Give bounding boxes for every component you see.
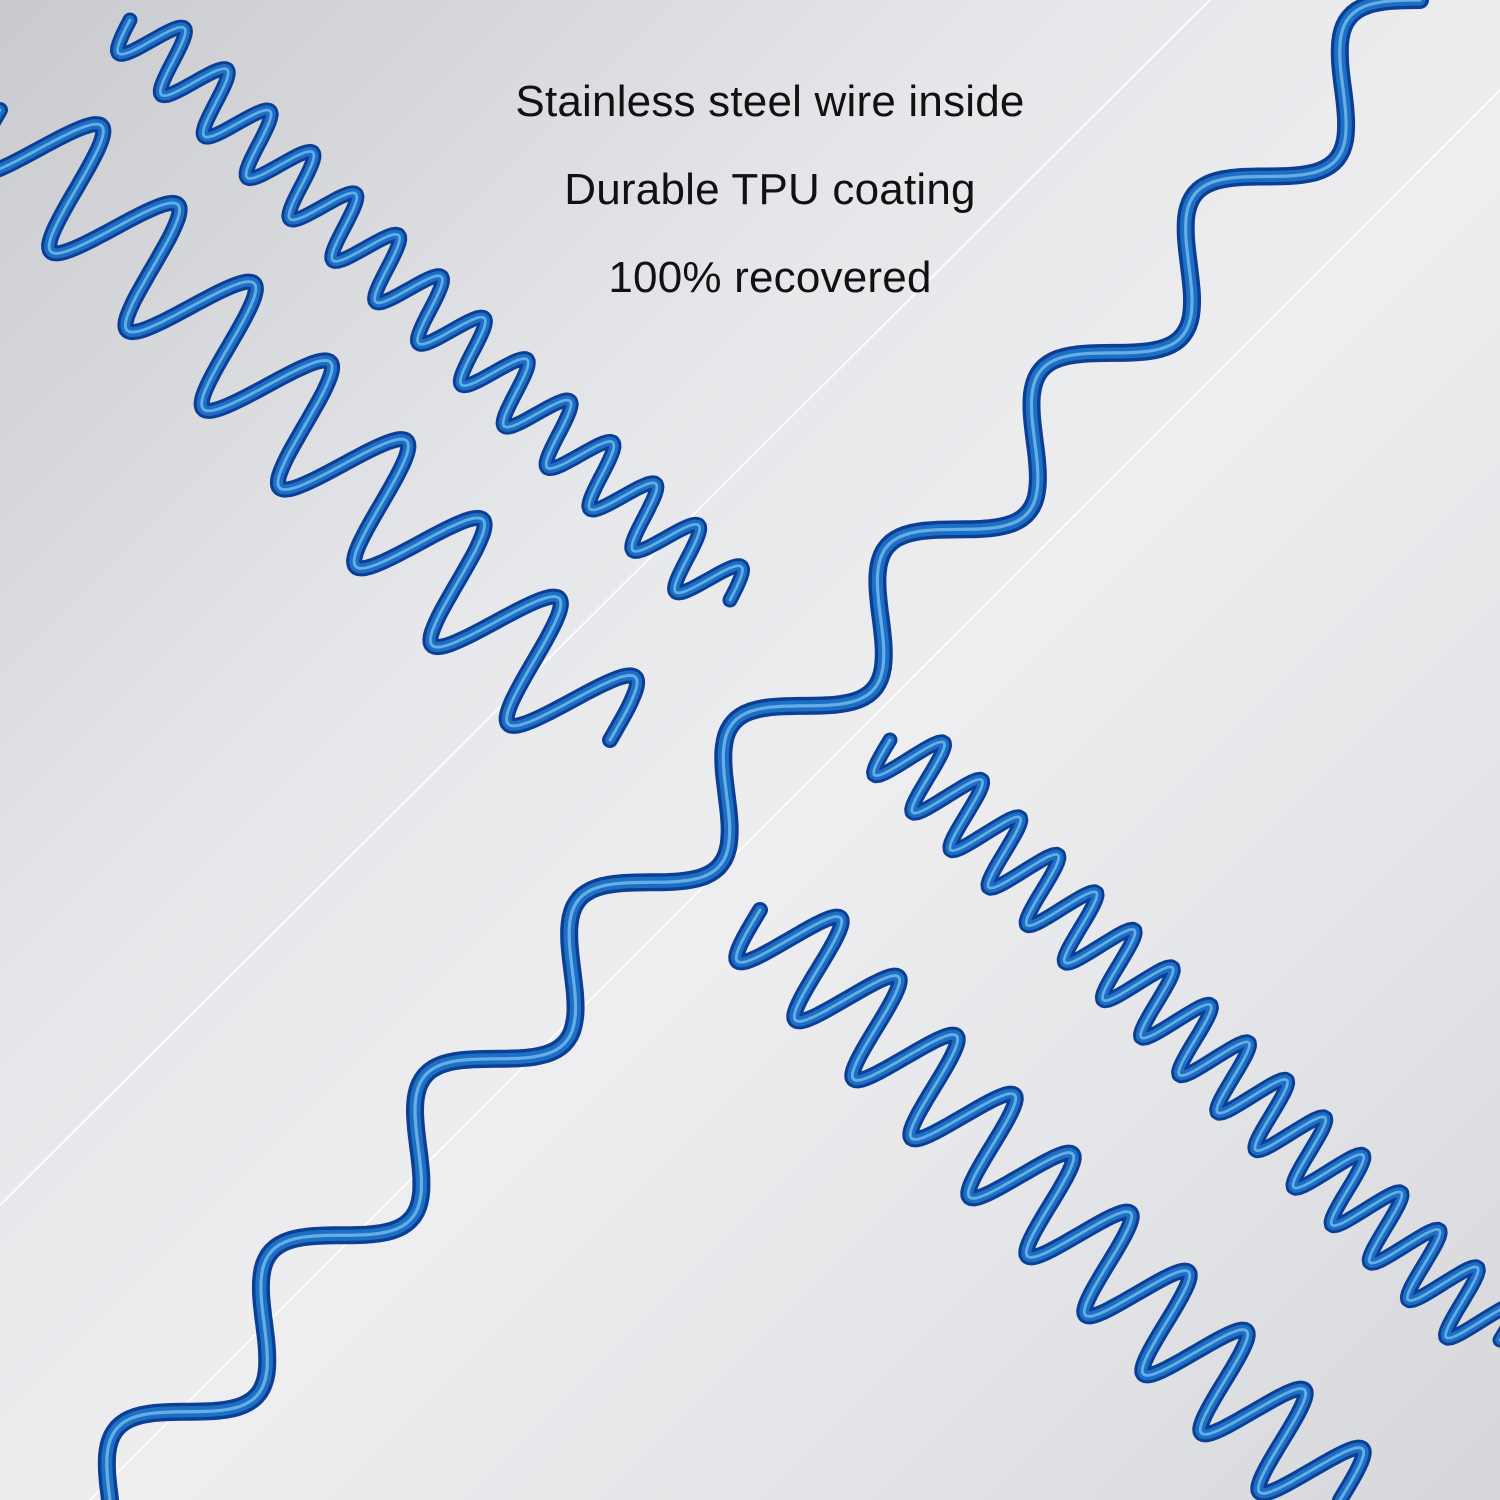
feature-steel-wire: Stainless steel wire inside	[515, 77, 1025, 126]
coil-center-long	[97, 0, 1429, 1500]
coil-lower-right-b	[728, 902, 1372, 1500]
coil-upper-left-a	[110, 12, 750, 608]
feature-list: Stainless steel wire inside Durable TPU …	[470, 58, 1070, 322]
coil-lower-right-a	[866, 732, 1500, 1348]
coil-upper-left-b	[0, 102, 646, 748]
feature-recovered: 100% recovered	[608, 253, 932, 302]
feature-tpu-coating: Durable TPU coating	[564, 165, 976, 214]
